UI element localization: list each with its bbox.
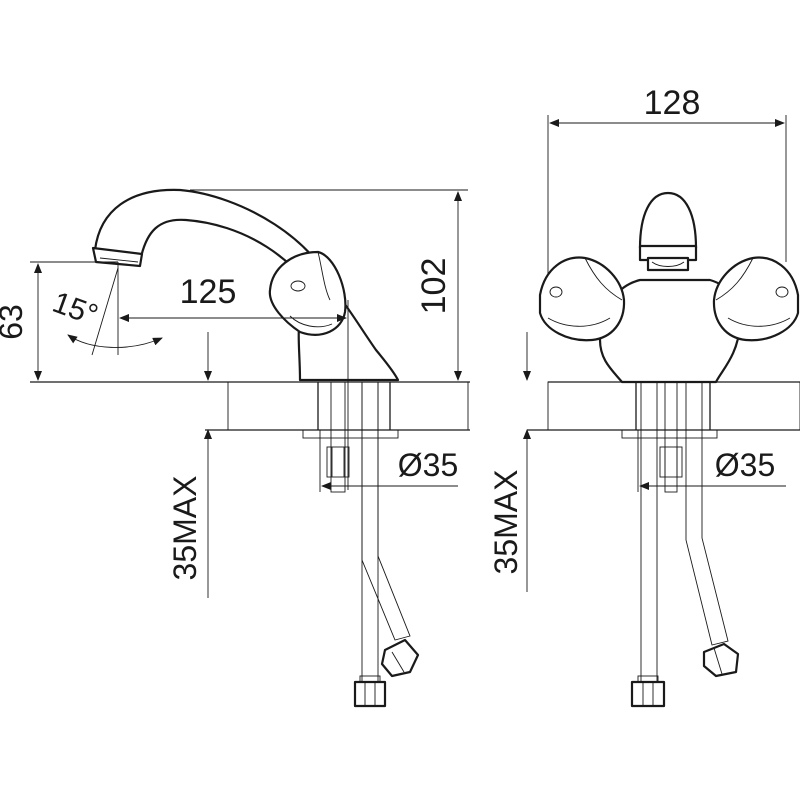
dim-102-label: 102 bbox=[415, 258, 453, 315]
dim-max-side: 35MAX bbox=[167, 332, 212, 598]
side-faucet-body bbox=[91, 188, 400, 382]
side-hoses bbox=[353, 381, 420, 708]
dim-128: 128 bbox=[547, 84, 787, 275]
front-left-handle bbox=[538, 256, 626, 342]
dim-dia-front: Ø35 bbox=[637, 430, 786, 492]
side-view: 102 63 125 15° Ø35 bbox=[0, 188, 470, 708]
dim-max-side-label: 35MAX bbox=[167, 476, 203, 581]
front-hoses bbox=[630, 381, 740, 708]
dim-63: 63 bbox=[0, 261, 118, 381]
dim-dia-side-label: Ø35 bbox=[398, 447, 458, 483]
front-view: 128 Ø35 35MAX bbox=[488, 84, 800, 708]
dim-125: 125 bbox=[117, 262, 349, 490]
dim-128-label: 128 bbox=[644, 84, 701, 122]
side-mounting-hardware bbox=[302, 381, 399, 493]
dim-63-label: 63 bbox=[0, 304, 29, 340]
dim-angle-label: 15° bbox=[48, 286, 102, 333]
front-countertop bbox=[527, 381, 800, 431]
dim-angle: 15° bbox=[48, 267, 163, 356]
dim-max-front: 35MAX bbox=[488, 332, 531, 592]
dim-max-front-label: 35MAX bbox=[488, 470, 524, 575]
dim-102: 102 bbox=[190, 189, 468, 383]
side-handle bbox=[268, 250, 347, 336]
front-right-handle bbox=[712, 256, 800, 342]
dim-dia-front-label: Ø35 bbox=[715, 447, 775, 483]
front-mounting-hardware bbox=[621, 381, 718, 493]
dim-dia-side: Ø35 bbox=[319, 430, 458, 492]
dim-125-label: 125 bbox=[180, 273, 237, 311]
side-countertop bbox=[30, 381, 470, 431]
